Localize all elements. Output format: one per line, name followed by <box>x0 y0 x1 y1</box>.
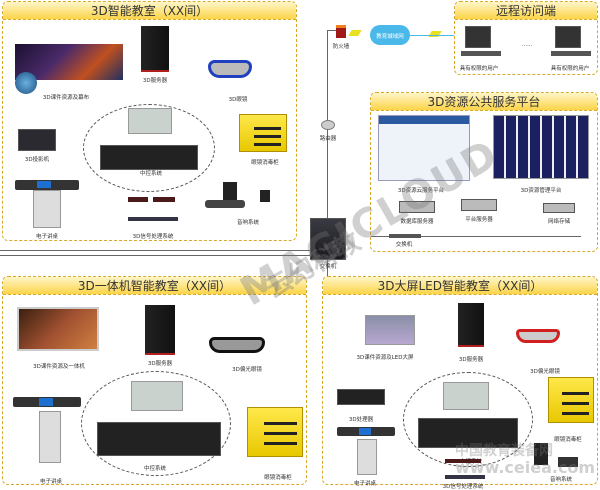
panel-title: 3D资源公共服务平台 <box>371 93 597 111</box>
label-glasses: 3D眼镜 <box>228 97 248 103</box>
router-icon <box>321 120 335 130</box>
label-signal-processing: 3D信号处理系统 <box>132 234 174 240</box>
all-in-one-image <box>17 307 99 351</box>
label-edu-network: 教育城域网 <box>376 34 404 40</box>
panel-title: 远程访问端 <box>455 2 597 20</box>
watermark-site-cn: 中国教育装备网 <box>455 443 553 459</box>
platform-server-image <box>461 199 497 211</box>
panel-smart-classroom: 3D智能教室（XX间） 3D课件资源及幕布 3D服务器 3D眼镜 3D投影机 中… <box>2 1 297 241</box>
label-audio: 音响系统 <box>236 220 260 226</box>
server-image <box>141 26 169 72</box>
link-lower-left-1 <box>0 250 310 252</box>
label-audio: 音响系统 <box>549 477 573 483</box>
processor-image <box>337 389 385 405</box>
label-router: 路由器 <box>319 136 337 142</box>
link-firewall <box>327 30 336 32</box>
label-cabinet: 眼镜消毒柜 <box>264 475 292 481</box>
globe-image <box>15 72 37 94</box>
label-central-control: 中控系统 <box>139 171 163 177</box>
platform-bus <box>371 236 581 238</box>
panel-resource-platform: 3D资源公共服务平台 3D资源云服务平台 3D资源管理平台 数据库服务器 平台服… <box>370 92 598 252</box>
central-control-image <box>97 422 221 456</box>
label-cabinet: 眼镜消毒柜 <box>554 437 582 443</box>
projector-image <box>18 129 56 151</box>
disinfection-cabinet-image <box>247 407 303 457</box>
user-computer-2 <box>555 26 581 48</box>
lightning-icon-1 <box>348 30 362 36</box>
control-panel-image <box>131 381 183 411</box>
network-storage-image <box>543 203 575 213</box>
panel-remote-access: 远程访问端 具有权限的用户 …… 具有权限的用户 <box>454 1 598 75</box>
disinfection-cabinet-image <box>548 377 594 423</box>
signal-processing-image <box>128 197 178 225</box>
label-server: 3D服务器 <box>142 78 168 84</box>
label-platform-server: 平台服务器 <box>465 217 493 223</box>
panel-title: 3D智能教室（XX间） <box>3 2 296 20</box>
label-projector: 3D投影机 <box>24 157 50 163</box>
central-control-image <box>418 418 518 448</box>
polarized-glasses-image <box>516 329 560 343</box>
link-firewall-router <box>327 30 329 310</box>
panel-all-in-one-classroom: 3D一体机智能教室（XX间） 3D课件资源及一体机 3D服务器 3D偏光眼镜 电… <box>2 276 307 485</box>
polarized-glasses-image <box>209 337 265 353</box>
switch-image <box>389 234 421 238</box>
label-firewall: 防火墙 <box>332 44 350 50</box>
server-image <box>458 303 484 347</box>
label-network-storage: 网络存储 <box>547 219 571 225</box>
label-switch: 交换机 <box>395 242 413 248</box>
label-server: 3D服务器 <box>458 357 484 363</box>
label-core-switch: 交换机 <box>319 264 337 270</box>
disinfection-cabinet-image <box>239 114 287 152</box>
e-podium-image <box>337 427 395 477</box>
hub-ellipse <box>403 372 533 467</box>
glasses-image <box>208 60 252 78</box>
label-server: 3D服务器 <box>147 361 173 367</box>
server-image <box>145 305 175 355</box>
label-e-podium: 电子讲桌 <box>39 479 63 485</box>
watermark-site-url: www.ceiea.com <box>455 458 596 477</box>
label-polarized-glasses: 3D偏光眼镜 <box>232 367 262 373</box>
label-database-server: 数据库服务器 <box>400 219 434 225</box>
panel-title: 3D一体机智能教室（XX间） <box>3 277 306 295</box>
label-polarized-glasses: 3D偏光眼镜 <box>530 369 560 375</box>
label-cloud-service: 3D资源云服务平台 <box>397 188 445 194</box>
label-courseware: 3D课件资源及幕布 <box>42 95 90 101</box>
database-server-image <box>399 201 435 213</box>
label-user-2: 具有权限的用户 <box>550 66 590 72</box>
label-cabinet: 眼镜消毒柜 <box>251 160 279 166</box>
central-control-image <box>100 145 198 170</box>
cloud-service-screenshot <box>378 115 470 181</box>
user-computer-1 <box>465 26 491 48</box>
keyboard-2 <box>551 51 591 56</box>
label-e-podium: 电子讲桌 <box>353 481 377 487</box>
core-switch-image <box>310 218 346 260</box>
link-lower-left-2 <box>0 255 310 257</box>
panel-led-classroom: 3D大屏LED智能教室（XX间） 3D课件资源及LED大屏 3D服务器 3D偏光… <box>322 276 598 490</box>
label-central-control: 中控系统 <box>143 466 167 472</box>
label-user-1: 具有权限的用户 <box>459 66 499 72</box>
e-podium-image <box>13 397 81 473</box>
keyboard-1 <box>461 51 501 56</box>
hub-ellipse <box>81 371 231 476</box>
control-panel-image <box>128 108 172 134</box>
label-management: 3D资源管理平台 <box>520 188 562 194</box>
label-processor: 3D处理器 <box>348 417 374 423</box>
audio-system-image <box>205 182 280 214</box>
ellipsis: …… <box>521 42 533 48</box>
audio-system-image <box>528 443 588 471</box>
link-cloud-remote <box>410 35 454 37</box>
label-e-podium: 电子讲桌 <box>35 234 59 240</box>
label-signal-processing: 3D信号处理系统 <box>442 484 484 490</box>
edu-network-cloud-icon <box>370 25 410 45</box>
management-screenshot <box>493 115 589 179</box>
firewall-icon <box>336 25 346 38</box>
panel-title: 3D大屏LED智能教室（XX间） <box>323 277 597 295</box>
led-screen-image <box>365 315 415 345</box>
label-all-in-one: 3D课件资源及一体机 <box>33 364 85 370</box>
label-led-screen: 3D课件资源及LED大屏 <box>356 355 414 361</box>
control-panel-image <box>443 382 489 410</box>
signal-processing-image <box>445 459 485 481</box>
hub-ellipse <box>83 104 215 192</box>
e-podium-image <box>15 180 79 230</box>
